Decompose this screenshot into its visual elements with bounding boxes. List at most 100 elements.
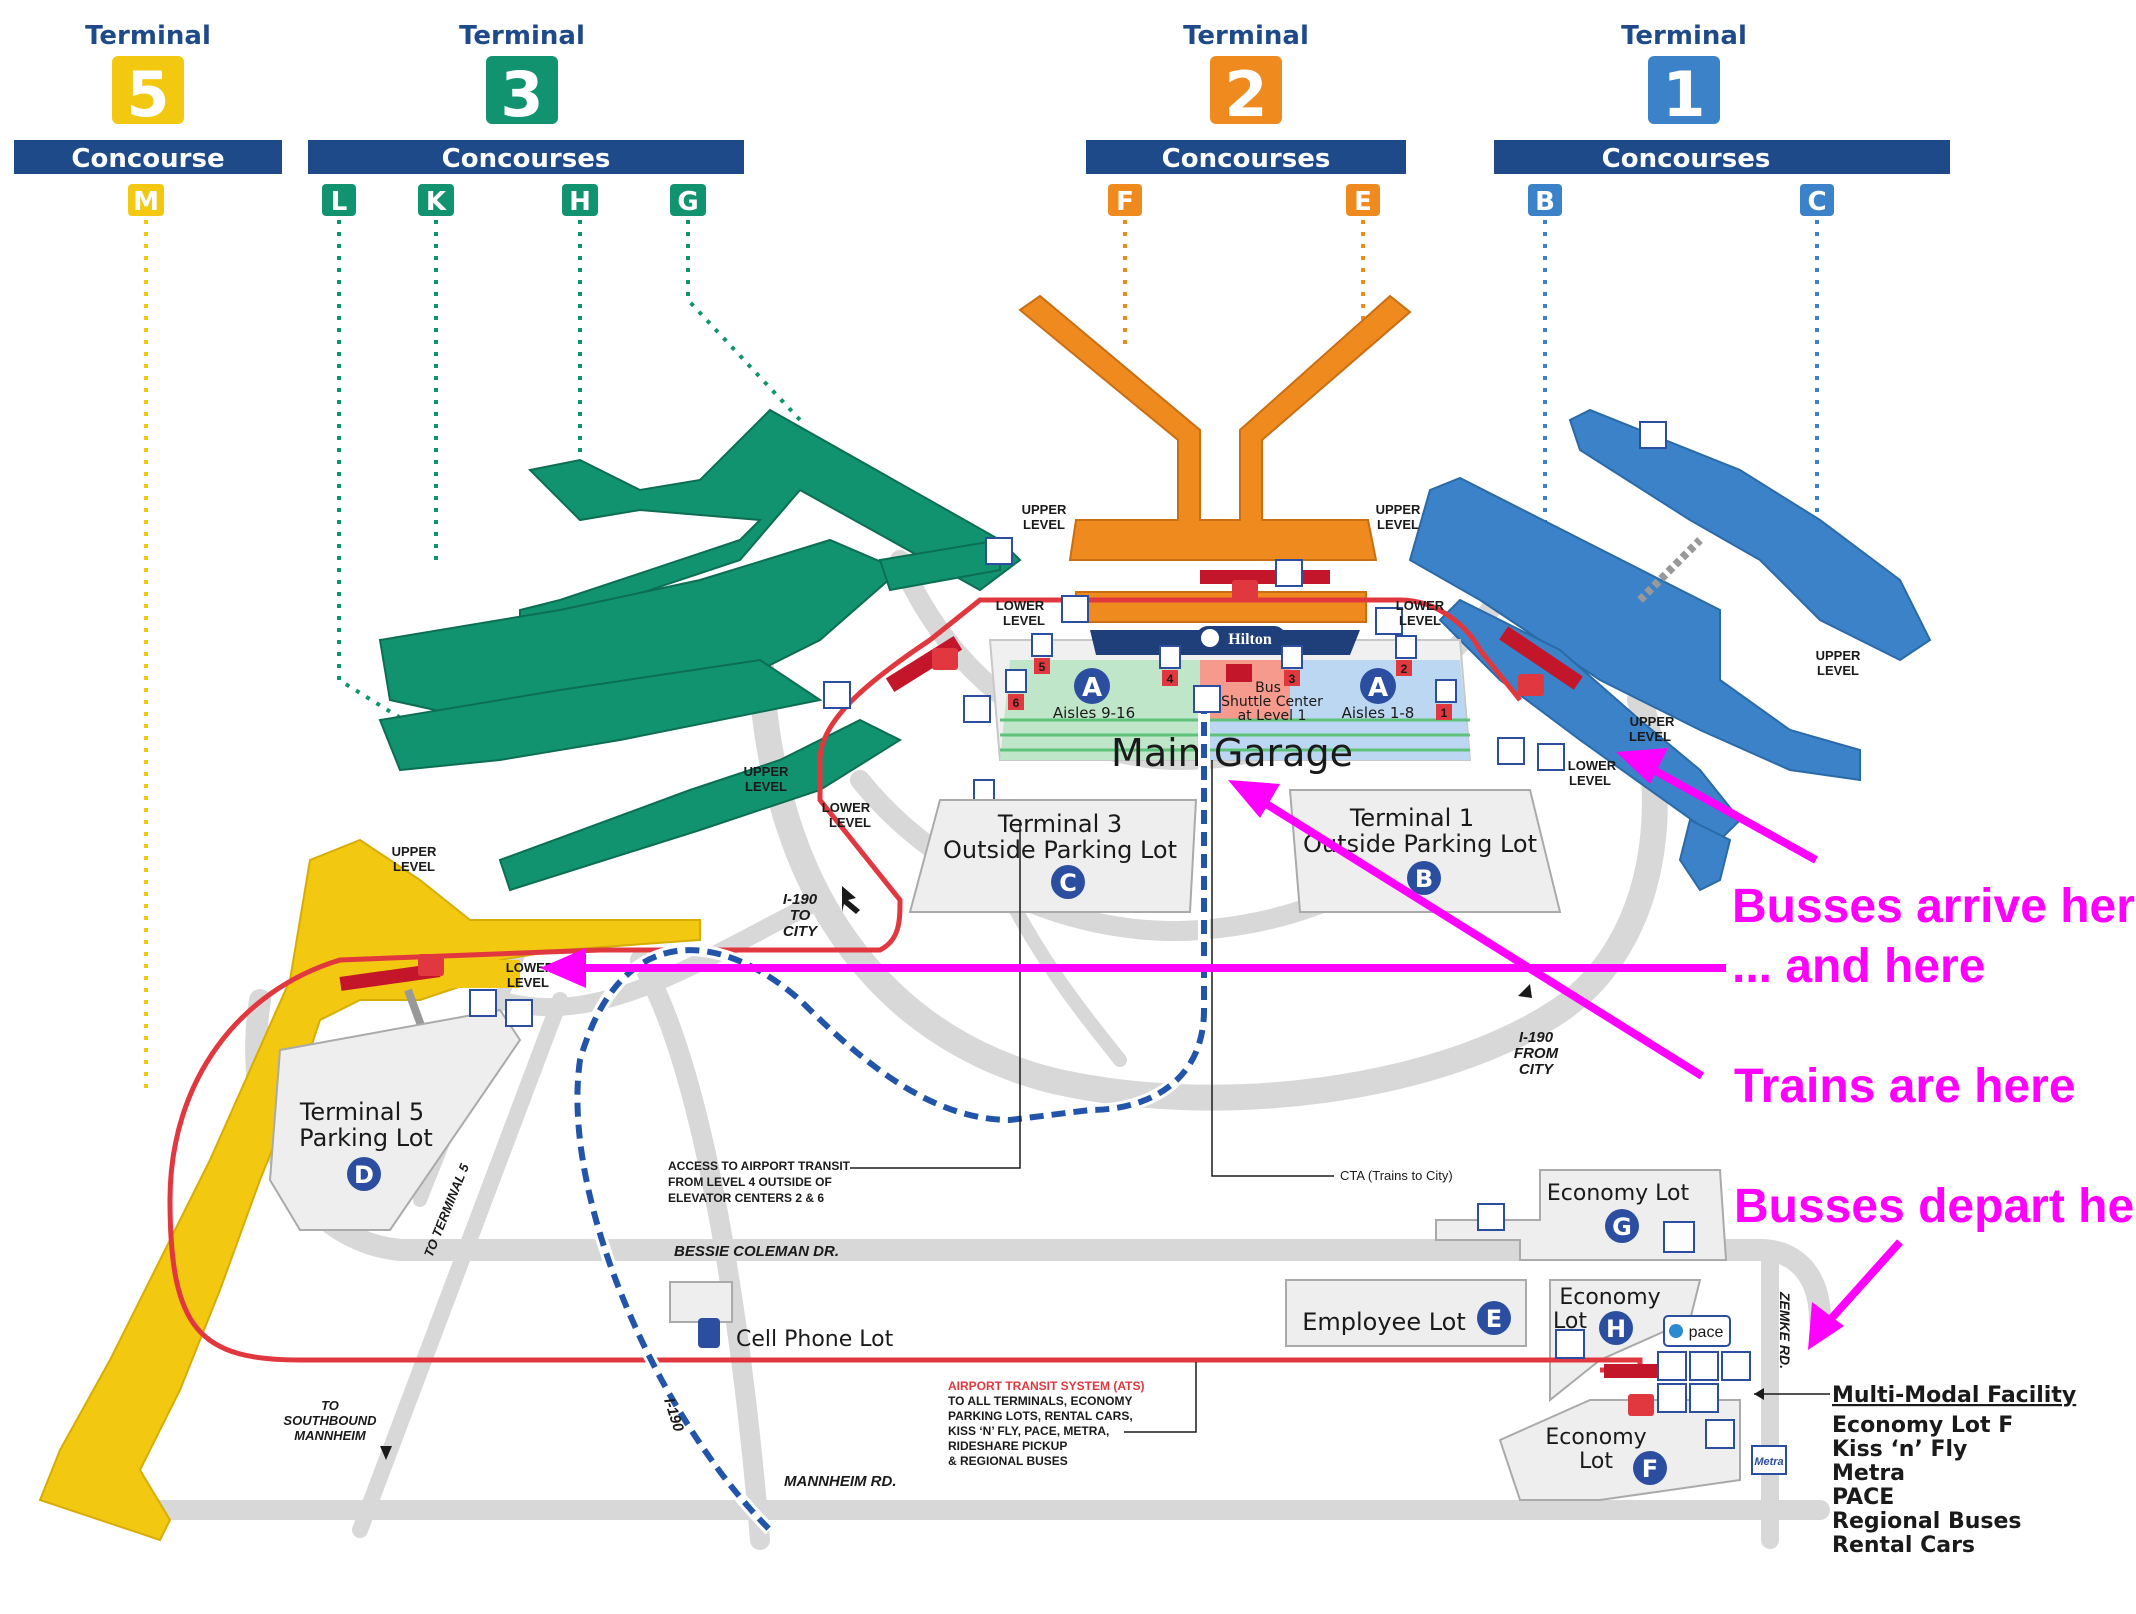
arrow-icon: [1518, 984, 1532, 998]
concourse-band: [1494, 140, 1950, 174]
arrow-icon: [842, 886, 860, 914]
economy-lot-f: Economy Lot F: [1498, 1399, 1741, 1501]
terminal-1-badge: [1648, 56, 1720, 124]
multimodal-legend: Multi-Modal Facility Economy Lot F Kiss …: [1754, 1383, 2076, 1558]
busses-depart-annotation: Busses depart here: [1734, 1180, 2136, 1233]
economy-lot-g: Economy Lot G: [1435, 1169, 1728, 1261]
svg-text:LOWER: LOWER: [1568, 758, 1617, 773]
train-icon: [1628, 1394, 1654, 1416]
concourse-letter: G: [677, 187, 698, 217]
concourse-letter: B: [1535, 187, 1555, 217]
svg-text:B: B: [1415, 865, 1433, 893]
terminal-5-badge: [112, 56, 184, 124]
terminal-5-parking-lot: Terminal 5 Parking Lot D: [268, 1008, 522, 1231]
pet-relief-icon: [1639, 421, 1667, 449]
employee-lot: Employee Lot E: [1285, 1279, 1527, 1347]
pet-relief-icon: [1537, 743, 1565, 771]
svg-text:4: 4: [1167, 672, 1174, 686]
concourse-letter: E: [1354, 187, 1372, 217]
concourse-h-badge: [562, 184, 598, 216]
parking-icon: [1657, 1351, 1687, 1381]
icon-badges: [469, 421, 1695, 1359]
train-icon: [1193, 685, 1221, 713]
elevator-icon: [1435, 679, 1457, 703]
terminal-heading: Terminal: [459, 21, 585, 51]
svg-text:6: 6: [1013, 696, 1020, 710]
pet-relief-icon: [823, 681, 851, 709]
arrow-icon: [380, 1446, 392, 1460]
svg-text:3: 3: [1289, 672, 1296, 686]
svg-text:FROM LEVEL 4 OUTSIDE OF: FROM LEVEL 4 OUTSIDE OF: [668, 1175, 832, 1189]
concourse-band: [1086, 140, 1406, 174]
svg-text:LOWER: LOWER: [822, 800, 871, 815]
multimodal-icon-cluster: pace Metra: [1657, 1315, 1787, 1475]
pet-relief-icon: [985, 537, 1013, 565]
terminal-2-badge: [1210, 56, 1282, 124]
elevator-number-badge: [1034, 658, 1050, 674]
svg-text:Shuttle Center: Shuttle Center: [1221, 694, 1323, 710]
svg-text:C: C: [1059, 869, 1077, 897]
concourse-letter: K: [426, 187, 447, 217]
svg-text:Economy: Economy: [1545, 1425, 1646, 1450]
concourse-letter: M: [133, 187, 159, 217]
elevator-icon: [1395, 635, 1417, 659]
train-icon: [1232, 580, 1258, 602]
terminal-number: 3: [500, 58, 543, 131]
svg-text:E: E: [1486, 1305, 1502, 1333]
terminal-3-header: Terminal 3 Concourses L K H G: [308, 21, 744, 217]
svg-text:& REGIONAL BUSES: & REGIONAL BUSES: [948, 1454, 1068, 1468]
bus-icon: [1689, 1351, 1719, 1381]
concourse-band-label: Concourses: [442, 144, 611, 174]
svg-text:RIDESHARE PICKUP: RIDESHARE PICKUP: [948, 1439, 1067, 1453]
svg-text:ACCESS TO AIRPORT TRANSIT: ACCESS TO AIRPORT TRANSIT: [668, 1159, 851, 1173]
svg-text:UPPER: UPPER: [1630, 714, 1675, 729]
svg-text:5: 5: [1039, 660, 1046, 674]
elevator-number-badge: [1162, 670, 1178, 686]
svg-text:KISS ‘N’ FLY, PACE, METRA,: KISS ‘N’ FLY, PACE, METRA,: [948, 1424, 1109, 1438]
multimodal-item: Rental Cars: [1832, 1533, 1975, 1558]
svg-text:LEVEL: LEVEL: [1569, 773, 1611, 788]
svg-text:LEVEL: LEVEL: [1377, 517, 1419, 532]
svg-text:Economy Lot: Economy Lot: [1547, 1181, 1690, 1206]
svg-text:TO: TO: [321, 1398, 339, 1413]
svg-text:LEVEL: LEVEL: [1629, 729, 1671, 744]
svg-text:Terminal 1: Terminal 1: [1349, 804, 1474, 832]
elevator-markers: 1 2 3 4 5 6 7: [973, 633, 1457, 820]
svg-text:F: F: [1642, 1455, 1658, 1483]
arrow-head-icon: [1808, 1302, 1844, 1350]
svg-text:Employee Lot: Employee Lot: [1302, 1308, 1466, 1336]
tow-truck-icon: [1477, 1203, 1505, 1231]
ats-train-icons: [418, 580, 1654, 1416]
kiss-n-fly-icon: [1689, 1383, 1719, 1413]
elevator-icon: [1159, 645, 1181, 669]
svg-text:Terminal 5: Terminal 5: [299, 1098, 424, 1126]
aisles-label: Aisles 1-8: [1342, 704, 1415, 722]
car-icon: [505, 999, 533, 1027]
svg-text:ELEVATOR CENTERS 2 & 6: ELEVATOR CENTERS 2 & 6: [668, 1191, 824, 1205]
svg-text:LEVEL: LEVEL: [1817, 663, 1859, 678]
concourse-band: [308, 140, 744, 174]
busses-arrive-annotation: Busses arrive here: [1732, 880, 2136, 933]
concourse-band-label: Concourses: [1602, 144, 1771, 174]
train-icon: [418, 954, 444, 976]
concourse-letter: F: [1116, 187, 1134, 217]
access-note: ACCESS TO AIRPORT TRANSIT FROM LEVEL 4 O…: [668, 820, 1021, 1205]
svg-text:Outside Parking Lot: Outside Parking Lot: [943, 836, 1177, 864]
elevator-number-badge: [1436, 704, 1452, 720]
svg-text:BESSIE COLEMAN DR.: BESSIE COLEMAN DR.: [674, 1243, 839, 1260]
metra-label: Metra: [1754, 1456, 1783, 1468]
hilton-logo-icon: [1201, 629, 1219, 647]
svg-text:TO: TO: [790, 907, 811, 924]
road-arrows: [380, 886, 1532, 1460]
concourse-m-badge: [128, 184, 164, 216]
svg-text:Terminal 3: Terminal 3: [997, 810, 1122, 838]
ats-note: AIRPORT TRANSIT SYSTEM (ATS) TO ALL TERM…: [948, 1362, 1197, 1468]
concourse-k-badge: [418, 184, 454, 216]
terminal-heading: Terminal: [85, 21, 211, 51]
car-icon: [1375, 607, 1403, 635]
concourse-letter: L: [331, 187, 348, 217]
svg-text:I-190: I-190: [660, 1396, 687, 1434]
elevator-icon: [1281, 645, 1303, 669]
terminal-1-header: Terminal 1 Concourses B C: [1494, 21, 1950, 217]
section-a-left-marker: [1074, 668, 1110, 704]
